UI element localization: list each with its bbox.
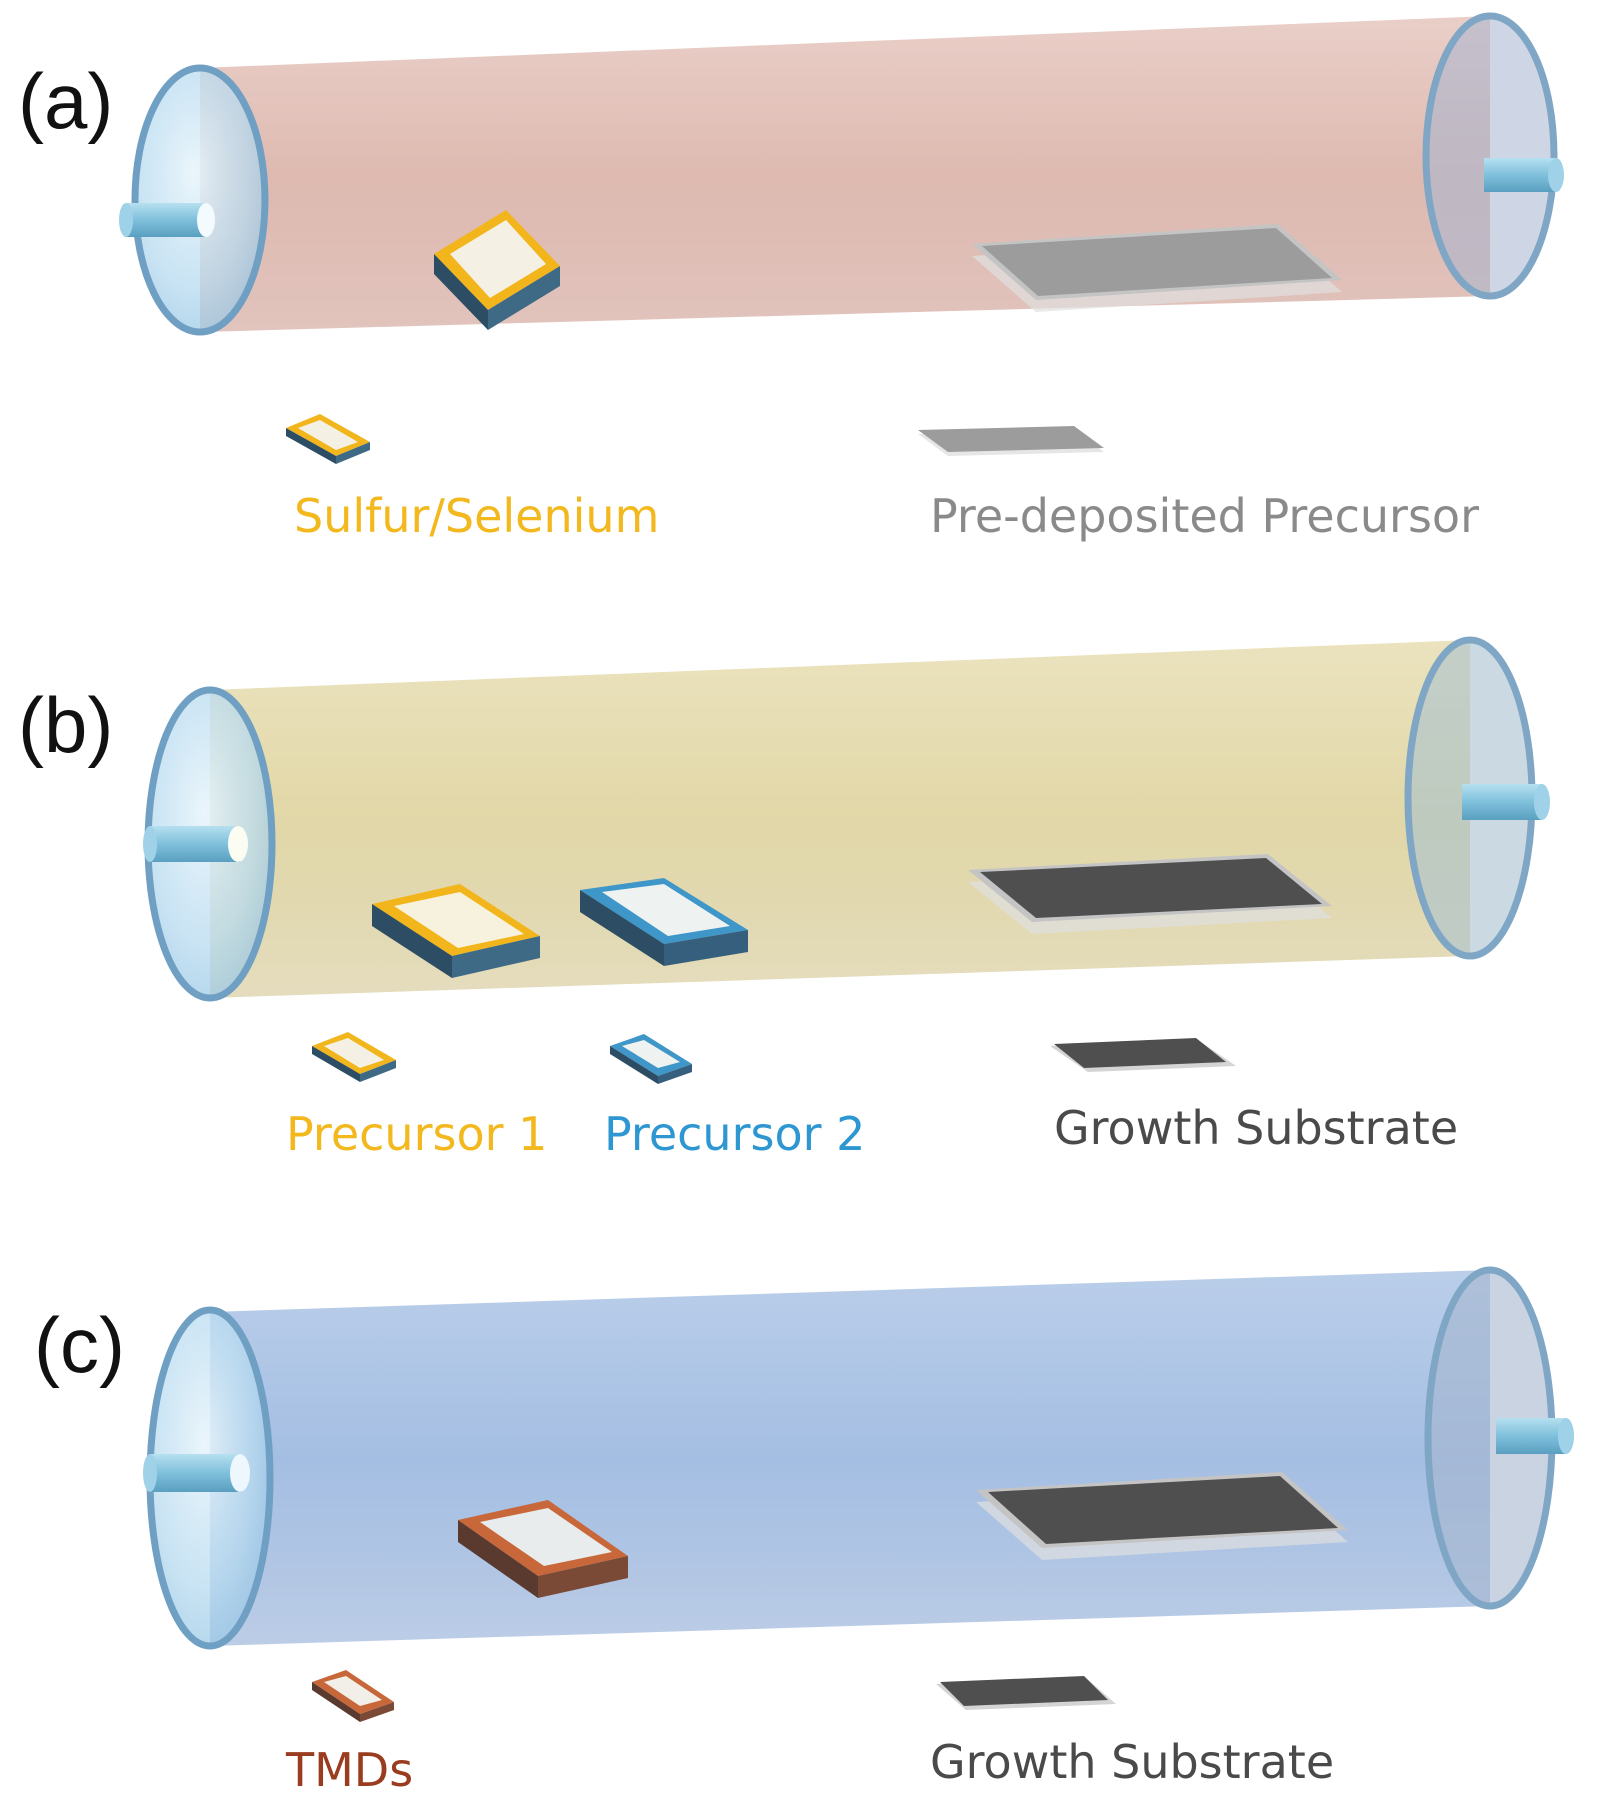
legend-c: TMDs Growth Substrate — [285, 1670, 1334, 1797]
panel-c-letter: (c) — [34, 1301, 125, 1389]
substrate-predeposited — [972, 224, 1342, 312]
nozzle-left-c — [143, 1454, 250, 1492]
nozzle-right-c — [1496, 1418, 1574, 1454]
nozzle-right-a — [1484, 158, 1564, 192]
panel-b: (b) — [18, 636, 1550, 1161]
legend-label-growth-substrate-c: Growth Substrate — [930, 1735, 1334, 1789]
substrate-growth-b — [968, 854, 1332, 934]
legend-label-predeposited-precursor: Pre-deposited Precursor — [930, 489, 1479, 543]
boat-sulfur-selenium — [434, 210, 560, 330]
legend-label-tmds: TMDs — [285, 1743, 413, 1797]
tube-a — [119, 12, 1564, 336]
legend-substrate-dark-icon — [936, 1676, 1116, 1710]
legend-substrate-dark-icon — [1050, 1038, 1236, 1072]
panel-b-letter: (b) — [18, 681, 113, 769]
tube-c-body — [210, 1270, 1490, 1646]
legend-boat-yellow-icon — [312, 1032, 396, 1082]
legend-boat-orange-icon — [312, 1670, 394, 1722]
nozzle-right-b — [1462, 784, 1550, 820]
legend-label-sulfur-selenium: Sulfur/Selenium — [294, 489, 659, 543]
tube-c — [143, 1266, 1574, 1650]
boat-precursor-1 — [372, 884, 540, 978]
panel-c: (c) — [34, 1266, 1574, 1797]
legend-label-precursor-1: Precursor 1 — [286, 1107, 547, 1161]
nozzle-left-a — [119, 203, 215, 237]
legend-label-precursor-2: Precursor 2 — [604, 1107, 865, 1161]
legend-b: Precursor 1 Precursor 2 Growth Substrate — [286, 1032, 1458, 1161]
panel-a: (a) — [18, 12, 1564, 543]
panel-a-letter: (a) — [18, 57, 113, 145]
tube-a-left-cap — [131, 64, 269, 336]
legend-substrate-light-icon — [918, 426, 1104, 456]
legend-boat-yellow-icon — [286, 414, 370, 464]
boat-precursor-2 — [580, 878, 748, 966]
tube-b — [143, 636, 1550, 1002]
legend-a: Sulfur/Selenium Pre-deposited Precursor — [286, 414, 1479, 543]
tube-a-right-cap — [1422, 12, 1558, 300]
nozzle-left-b — [143, 826, 248, 862]
boat-tmds — [458, 1500, 628, 1598]
legend-label-growth-substrate-b: Growth Substrate — [1054, 1101, 1458, 1155]
tube-b-body — [210, 640, 1470, 998]
substrate-growth-c — [976, 1472, 1348, 1560]
legend-boat-blue-icon — [610, 1034, 692, 1084]
